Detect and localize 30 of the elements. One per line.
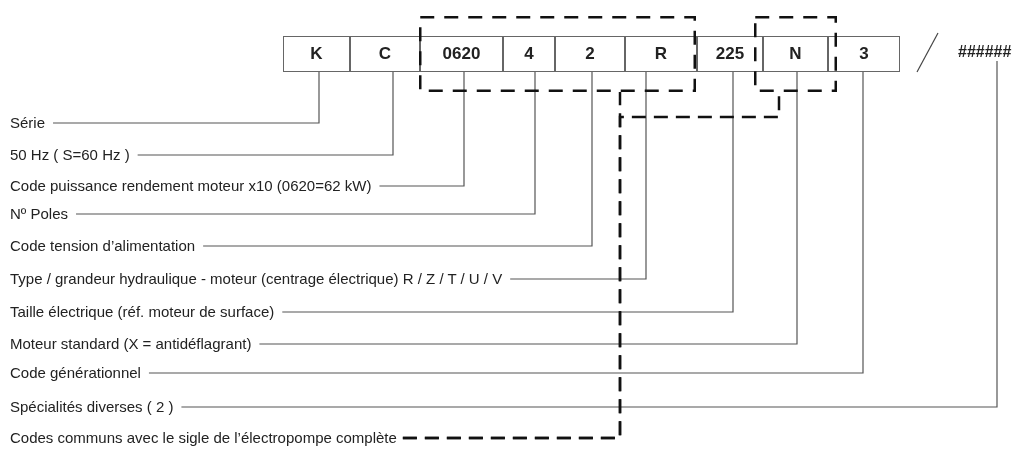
leader-line xyxy=(137,71,394,156)
code-cell: 4 xyxy=(503,36,555,72)
leader-line xyxy=(202,71,593,247)
code-cell: 3 xyxy=(828,36,900,72)
description-text: Type / grandeur hydraulique - moteur (centrage électrique) R / Z / T / U / V xyxy=(10,270,503,288)
leader-line xyxy=(75,71,536,215)
leader-line xyxy=(281,71,734,313)
code-text: ###### xyxy=(958,43,1012,61)
leader-line xyxy=(258,71,798,345)
code-cell: 0620 xyxy=(420,36,503,72)
dashed-group-box xyxy=(419,16,696,92)
code-cell: C xyxy=(350,36,420,72)
code-cell: N xyxy=(763,36,828,72)
description-text: Spécialités diverses ( 2 ) xyxy=(10,398,174,416)
code-cell: 225 xyxy=(697,36,763,72)
description-text: Taille électrique (réf. moteur de surface) xyxy=(10,303,275,321)
leader-line xyxy=(509,71,647,280)
leader-line xyxy=(148,71,864,374)
description-text: Code générationnel xyxy=(10,364,141,382)
description-text: 50 Hz ( S=60 Hz ) xyxy=(10,146,130,164)
code-cell: 2 xyxy=(555,36,625,72)
description-text: Moteur standard (X = antidéflagrant) xyxy=(10,335,252,353)
description-text: Codes communs avec le sigle de l’électropompe complète xyxy=(10,429,397,447)
leader-line xyxy=(52,71,320,124)
description-text: Code puissance rendement moteur x10 (0620=62 kW) xyxy=(10,177,372,195)
leader-line xyxy=(180,60,998,408)
code-cell: R xyxy=(625,36,697,72)
leader-line xyxy=(378,71,465,187)
code-cell: K xyxy=(283,36,350,72)
dashed-group-box xyxy=(754,16,837,92)
